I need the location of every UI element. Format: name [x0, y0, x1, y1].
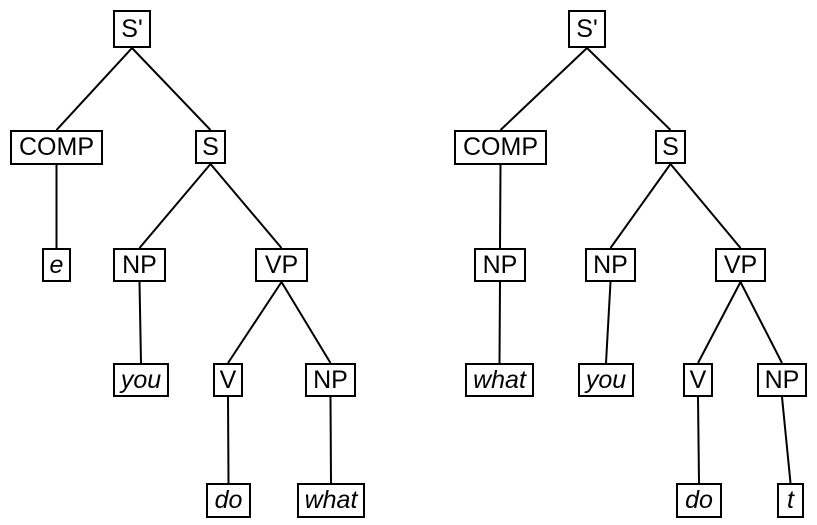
- tree-node-comp: COMP: [454, 130, 547, 165]
- tree-node-label: VP: [723, 250, 758, 279]
- tree-node-label: S: [202, 132, 219, 161]
- tree-edge: [131, 47, 212, 131]
- tree-edge: [669, 163, 742, 249]
- tree-node-t: t: [777, 483, 804, 518]
- tree-edge: [697, 396, 700, 484]
- tree-node-v: V: [213, 363, 243, 397]
- tree-edge: [138, 163, 212, 249]
- tree-edge: [498, 281, 501, 364]
- tree-node-label: VP: [264, 250, 299, 279]
- tree-edge: [739, 281, 783, 364]
- tree-node-label: NP: [593, 250, 628, 279]
- tree-edge: [227, 396, 230, 484]
- tree-node-comp: COMP: [10, 130, 103, 165]
- tree-node-vp: VP: [255, 248, 308, 282]
- tree-node-label: do: [685, 486, 713, 514]
- tree-node-s: S: [655, 130, 686, 164]
- tree-node-label: S': [576, 14, 598, 43]
- tree-node-vp: VP: [715, 248, 766, 282]
- tree-edge: [138, 281, 142, 364]
- tree-node-np: NP: [585, 248, 636, 282]
- tree-node-label: you: [585, 365, 627, 394]
- tree-edge: [227, 281, 283, 364]
- tree-node-what: what: [297, 483, 365, 518]
- tree-edge: [55, 47, 133, 131]
- tree-node-label: what: [473, 365, 526, 394]
- tree-node-label: COMP: [19, 133, 94, 161]
- tree-edge: [329, 396, 332, 484]
- tree-node-v: V: [683, 363, 713, 397]
- tree-node-you: you: [113, 363, 169, 397]
- tree-node-label: do: [214, 486, 243, 514]
- tree-edge: [697, 281, 742, 364]
- tree-edge: [499, 47, 588, 131]
- tree-node-label: you: [120, 365, 162, 394]
- tree-node-label: what: [304, 486, 358, 514]
- tree-node-you: you: [578, 363, 634, 397]
- tree-node-label: COMP: [463, 133, 538, 161]
- tree-node-label: NP: [482, 250, 518, 279]
- tree-edge: [209, 163, 283, 249]
- tree-edge: [280, 281, 332, 364]
- tree-node-label: V: [689, 365, 707, 394]
- tree-node-label: e: [49, 250, 64, 279]
- tree-node-np: NP: [305, 363, 356, 397]
- tree-node-np: NP: [113, 248, 166, 282]
- tree-node-np: NP: [757, 363, 807, 397]
- tree-node-sbar: S': [568, 10, 606, 48]
- tree-node-do: do: [206, 483, 251, 518]
- tree-node-s: S: [195, 130, 226, 164]
- tree-edge: [609, 163, 672, 249]
- tree-node-do: do: [676, 483, 722, 518]
- tree-node-label: V: [219, 365, 237, 394]
- tree-node-label: NP: [122, 250, 157, 279]
- tree-node-label: S: [662, 132, 679, 161]
- tree-node-label: t: [787, 486, 794, 514]
- tree-node-what: what: [465, 363, 534, 397]
- tree-node-sbar: S': [113, 10, 151, 48]
- tree-node-label: S': [121, 14, 143, 43]
- tree-node-label: NP: [313, 365, 348, 394]
- tree-edge: [781, 396, 792, 484]
- tree-node-np: NP: [474, 248, 526, 282]
- tree-node-e: e: [42, 248, 71, 282]
- tree-edge: [499, 164, 502, 249]
- tree-node-label: NP: [764, 365, 800, 394]
- tree-edge: [586, 47, 672, 131]
- tree-edge: [605, 281, 612, 364]
